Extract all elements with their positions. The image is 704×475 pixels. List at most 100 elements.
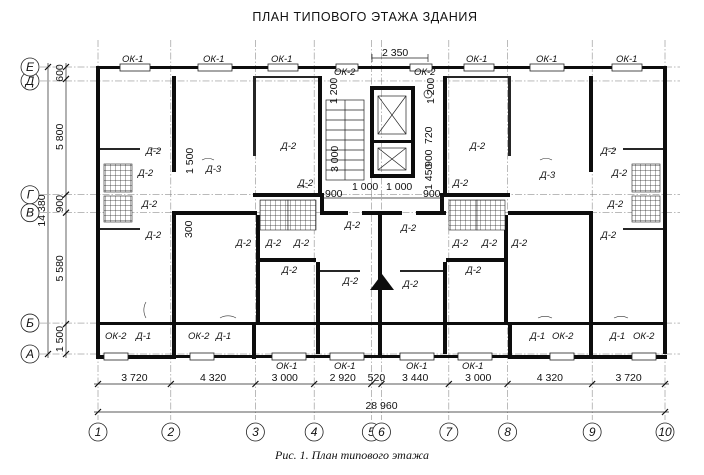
wall-axis-9-bottom [589,212,593,322]
apartment-wall [446,258,508,262]
dim-line [371,54,429,62]
partition [256,76,318,78]
bathroom-tiles [448,199,478,231]
row-axis-label: В [26,206,34,220]
inner-dim: 1 200 [328,78,340,104]
chute-mark [370,274,394,290]
window-label: ОК-1 [122,54,143,65]
loggia-wall [252,325,256,359]
column-axis-bubble [655,422,675,442]
dim-tick [588,380,596,388]
window-label: ОК-1 [271,54,292,65]
wall-axis-10 [663,66,667,354]
bathroom-tiles [287,199,317,231]
horizontal-dimension: 4 320 [200,372,226,384]
inner-dim: 720 [423,126,435,144]
door-swing [537,316,553,319]
inner-dim: 900 [423,188,441,200]
door-label: Д-1 [135,331,151,342]
partition [320,270,360,272]
corridor-wall-g [440,193,510,197]
horizontal-dimension: 3 000 [272,372,298,384]
vertical-dimension: 600 [54,64,66,82]
partition [100,228,140,230]
window [399,352,435,361]
drawing-title: ПЛАН ТИПОВОГО ЭТАЖА ЗДАНИЯ [252,10,477,24]
lift-shaft [377,147,407,171]
door-label: Д-2 [137,168,154,179]
corridor-wall-g [253,193,323,197]
door-label: Д-2 [607,199,624,210]
window [631,352,657,361]
partition [623,228,663,230]
window-label: ОК-1 [536,54,557,65]
door-label: Д-3 [539,170,556,181]
column-axis-label: 6 [378,425,385,439]
door-label: Д-3 [205,164,222,175]
column-axis-bubble [246,422,265,442]
door-swing [143,301,147,319]
loggia-wall [172,325,176,359]
column-axis-bubble [304,422,324,442]
wall-axis-a-mid [256,355,508,358]
partition [508,76,511,156]
bathroom-tiles [631,195,661,223]
inner-dim: 1 500 [184,148,196,174]
door-swing [539,158,553,161]
loggia-wall [508,325,512,359]
column-axis-label: 2 [166,425,174,439]
door-label: Д-2 [145,230,162,241]
dim-tick [62,191,70,199]
door-label: Д-2 [452,178,469,189]
row-axis-bubble [20,57,40,77]
apartment-wall [256,258,316,262]
window-label: ОК-1 [462,361,483,372]
dim-tick [167,380,175,388]
inner-dim: 900 [325,188,343,200]
row-axis-label: Е [26,60,35,74]
door-label: Д-2 [145,146,162,157]
window-label: ОК-1 [203,54,224,65]
column-axis-label: 8 [504,425,511,439]
window [329,352,365,361]
wall-axis-a-left [96,355,176,359]
corridor-wall [320,193,324,215]
window [463,63,495,72]
column-axis-bubble [372,422,391,442]
door-label: Д-2 [141,199,158,210]
dim-tick [62,320,70,328]
wall-axis-e [96,66,667,69]
partition [100,148,140,150]
dim-tick [310,380,318,388]
window [335,63,359,72]
stair-wall [443,76,447,194]
inner-dim: 900 [423,149,435,167]
apartment-wall [443,262,447,354]
window [529,63,565,72]
door-label: Д-2 [293,238,310,249]
window-label: ОК-2 [105,331,127,342]
corridor-wall [416,211,446,215]
loggia-wall [96,325,100,355]
door-label: Д-1 [529,331,545,342]
dim-tick [62,63,70,71]
lift-wall [370,140,415,143]
window-label: ОК-2 [334,67,356,78]
inner-dim: 1 000 [386,181,412,193]
partition [447,76,508,78]
window [197,63,233,72]
corridor-wall [320,211,348,215]
horizontal-dimension: 2 920 [330,372,356,384]
horizontal-dimension: 3 720 [121,372,147,384]
door-label: Д-2 [600,230,617,241]
wall-axis-2-bottom [172,212,176,322]
dim-tick [367,380,375,388]
dim-tick [44,350,52,358]
door-label: Д-2 [469,141,486,152]
horizontal-dimension: 3 440 [402,372,428,384]
horizontal-dimension: 520 [368,372,386,384]
window-label: ОК-2 [188,331,210,342]
